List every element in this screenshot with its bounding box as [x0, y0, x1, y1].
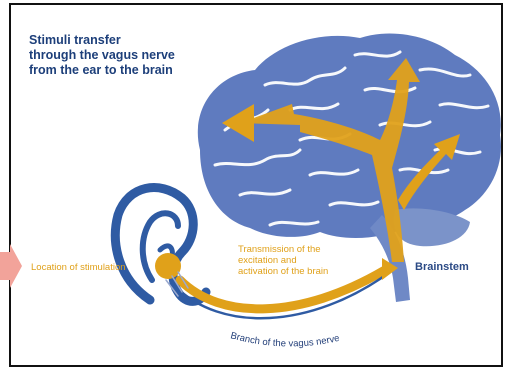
stimulation-label: Location of stimulation — [31, 262, 126, 273]
diagram-title: Stimuli transfer through the vagus nerve… — [29, 33, 229, 78]
transmission-label: Transmission of the excitation and activ… — [238, 244, 358, 277]
title-line: from the ear to the brain — [29, 63, 229, 78]
brainstem-label: Brainstem — [415, 262, 469, 273]
transmission-line: excitation and — [238, 255, 358, 266]
transmission-line: activation of the brain — [238, 266, 358, 277]
ear — [115, 188, 206, 302]
stimulation-point — [155, 253, 181, 279]
vagus-nerve-label: Branch of the vagus nerve — [229, 330, 340, 349]
vagus-nerve — [166, 270, 390, 318]
title-line: Stimuli transfer — [29, 33, 229, 48]
arrow-pointer-icon — [0, 244, 22, 288]
transmission-line: Transmission of the — [238, 244, 358, 255]
title-line: through the vagus nerve — [29, 48, 229, 63]
